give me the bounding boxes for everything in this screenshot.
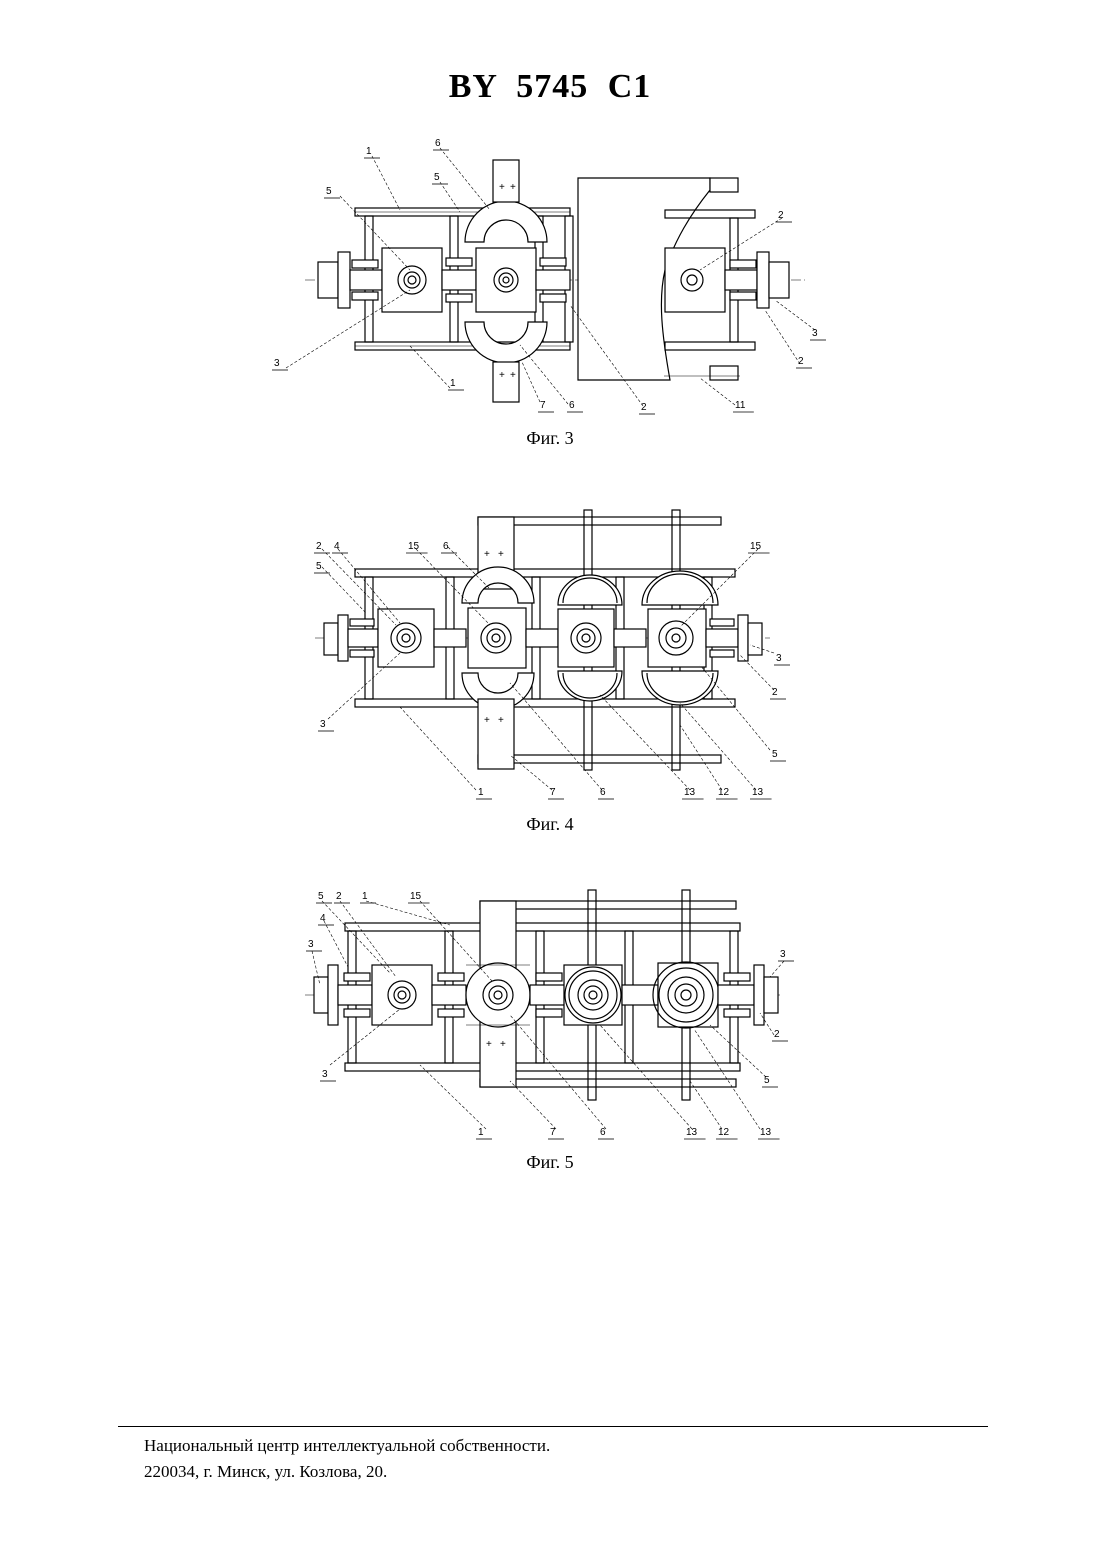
fig4-label: 6 [443, 541, 449, 552]
svg-text:+: + [498, 549, 504, 560]
svg-text:+: + [500, 1039, 506, 1050]
fig5-label: 1 [362, 891, 368, 902]
fig3-label: 6 [435, 138, 441, 149]
fig4-label: 6 [600, 787, 606, 798]
fig5-label: 12 [718, 1127, 730, 1138]
fig3-label: 3 [812, 328, 818, 339]
figure-5-drawing: ++ [300, 885, 800, 1145]
svg-text:+: + [510, 370, 516, 381]
figure-5-caption: Фиг. 5 [0, 1152, 1100, 1173]
fig4-label: 2 [772, 687, 778, 698]
document-number: BY 5745 C1 [0, 68, 1100, 106]
fig5-label: 7 [550, 1127, 556, 1138]
fig4-label: 1 [478, 787, 484, 798]
footer-organization: Национальный центр интеллектуальной собс… [144, 1436, 550, 1456]
fig4-label: 12 [718, 787, 730, 798]
fig3-label: 2 [778, 210, 784, 221]
fig4-label: 3 [320, 719, 326, 730]
fig5-label: 5 [318, 891, 324, 902]
fig3-label: 5 [434, 172, 440, 183]
fig3-label: 7 [540, 400, 546, 411]
footer-address: 220034, г. Минск, ул. Козлова, 20. [144, 1462, 387, 1482]
svg-text:+: + [499, 370, 505, 381]
fig4-label: 4 [334, 541, 340, 552]
fig3-label: 11 [735, 400, 746, 411]
svg-text:+: + [486, 1039, 492, 1050]
fig5-label: 3 [322, 1069, 328, 1080]
fig5-label: 2 [336, 891, 342, 902]
fig5-label: 2 [774, 1029, 780, 1040]
figure-4-caption: Фиг. 4 [0, 814, 1100, 835]
svg-text:+: + [499, 182, 505, 193]
svg-text:+: + [484, 715, 490, 726]
footer-divider [118, 1426, 988, 1427]
fig4-label: 13 [684, 787, 696, 798]
fig3-label: 3 [274, 358, 280, 369]
fig3-label: 6 [569, 400, 575, 411]
fig3-label: 1 [450, 378, 456, 389]
fig4-label: 15 [408, 541, 420, 552]
fig4-label: 3 [776, 653, 782, 664]
fig4-label: 13 [752, 787, 764, 798]
figure-4-drawing: + + + + [300, 505, 800, 810]
fig5-label: 1 [478, 1127, 484, 1138]
svg-text:+: + [484, 549, 490, 560]
figure-3-caption: Фиг. 3 [0, 428, 1100, 449]
fig3-label: 5 [326, 186, 332, 197]
svg-text:+: + [510, 182, 516, 193]
fig5-label: 5 [764, 1075, 770, 1086]
fig3-label: 1 [366, 146, 372, 157]
fig4-label: 5 [772, 749, 778, 760]
fig5-label: 3 [780, 949, 786, 960]
figure-3-drawing: + + + + [260, 130, 840, 430]
fig3-label: 2 [798, 356, 804, 367]
fig5-label: 13 [686, 1127, 698, 1138]
svg-text:+: + [498, 715, 504, 726]
fig4-label: 15 [750, 541, 762, 552]
fig4-label: 5 [316, 561, 322, 572]
fig4-label: 2 [316, 541, 322, 552]
fig3-label: 2 [641, 402, 647, 413]
fig5-label: 13 [760, 1127, 772, 1138]
fig5-label: 15 [410, 891, 422, 902]
fig4-label: 7 [550, 787, 556, 798]
fig5-label: 4 [320, 913, 326, 924]
fig5-label: 3 [308, 939, 314, 950]
fig5-label: 6 [600, 1127, 606, 1138]
